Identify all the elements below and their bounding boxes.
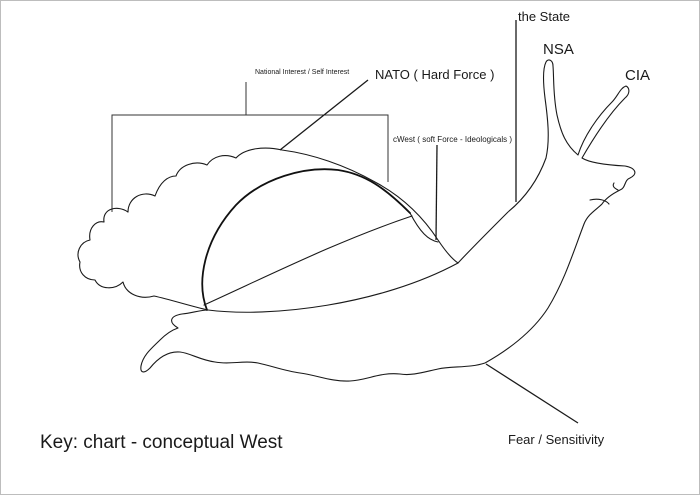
label-the-state: the State [518,9,571,24]
shell-inner-spiral [201,168,411,311]
label-nato: NATO ( Hard Force ) [375,67,495,82]
shell-diagonal-line [203,215,413,306]
label-national-interest: National Interest / Self Interest [255,69,350,76]
shell-inner-right-edge [409,212,439,243]
national-interest-bracket [111,114,389,212]
cwest-leader-line [435,144,438,241]
label-nsa: NSA [543,41,574,58]
label-cwest: cWest ( soft Force - Ideologicals ) [393,135,512,144]
snail-eye [612,182,619,191]
nato-leader-line [279,79,369,151]
label-fear-sensitivity: Fear / Sensitivity [508,432,605,447]
fear-leader-line [485,363,579,424]
label-cia: CIA [625,67,651,84]
snail-body [140,59,636,382]
body-neck-detail [589,198,610,205]
shell-bottom-curve [207,262,459,313]
shell-outline [77,147,459,311]
key-caption: Key: chart - conceptual West [40,432,283,453]
